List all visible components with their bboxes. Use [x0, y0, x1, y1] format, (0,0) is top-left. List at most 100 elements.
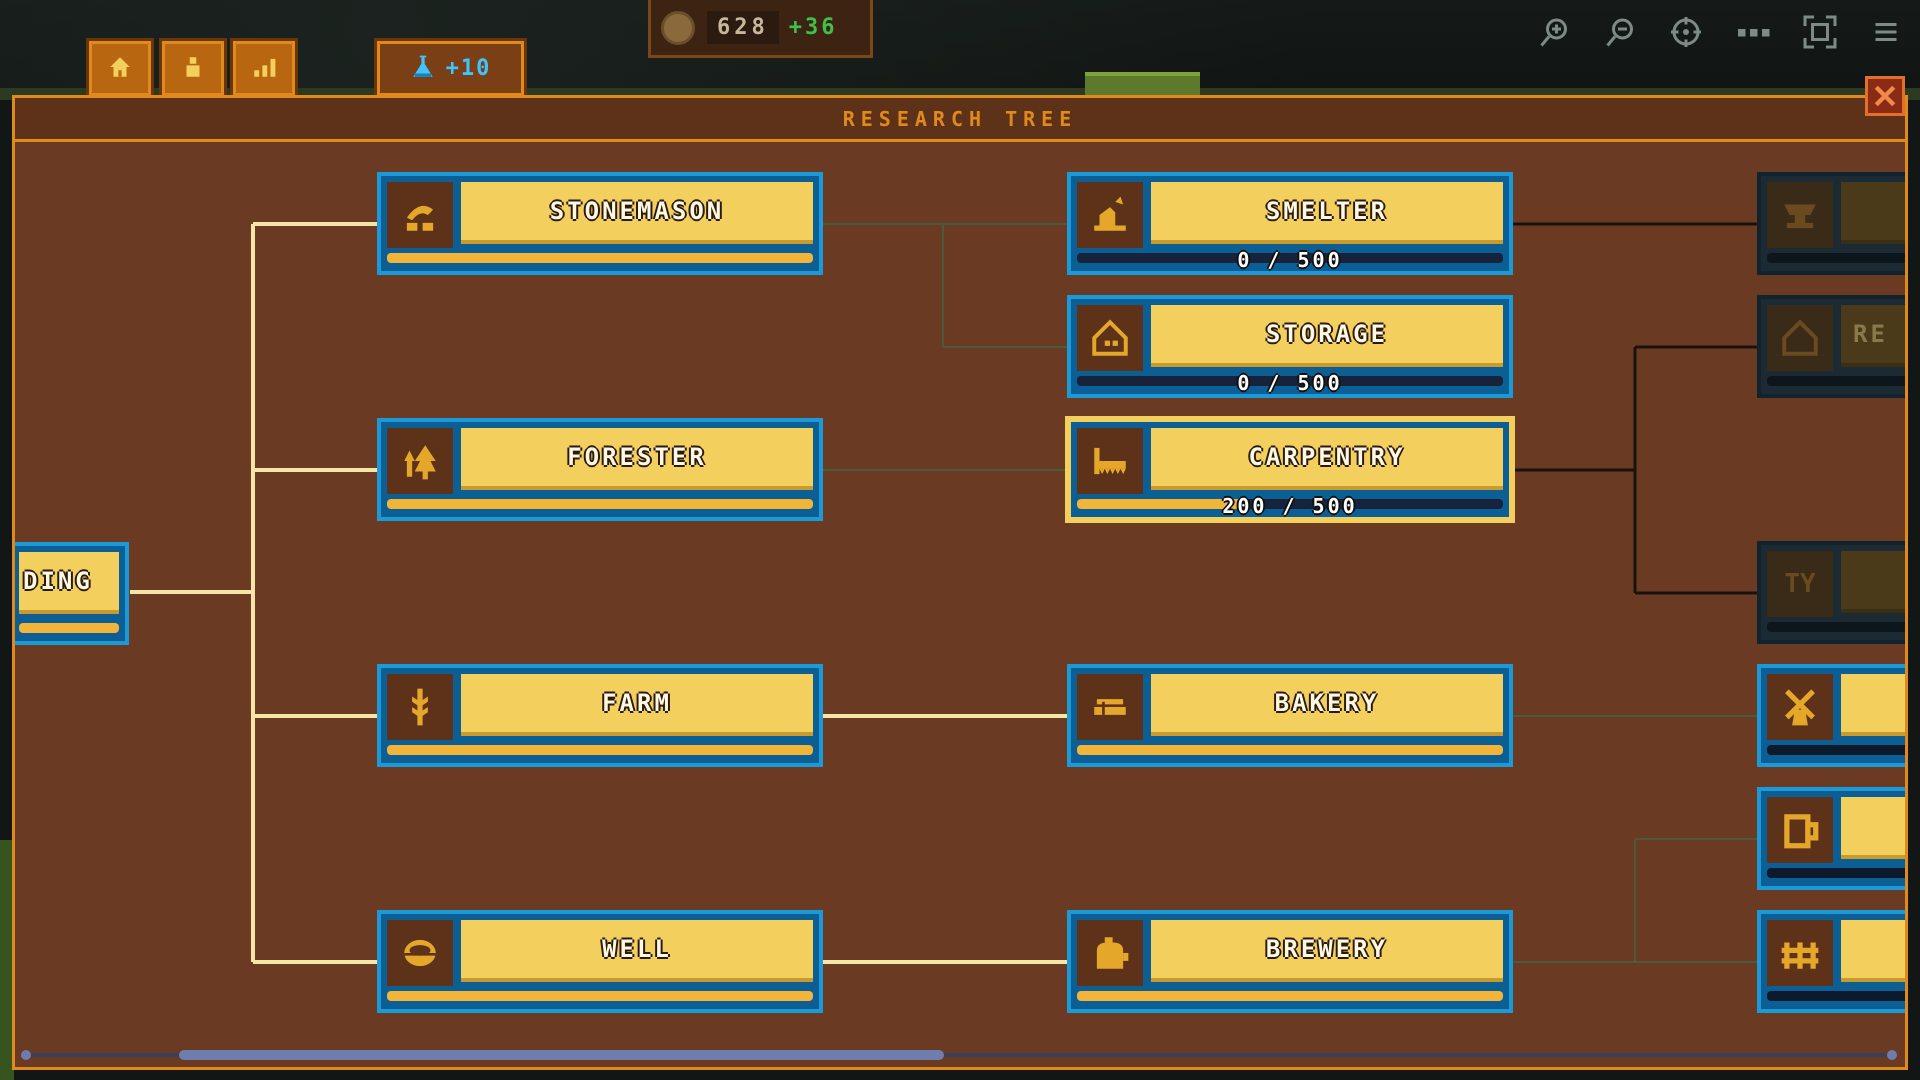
zoom-out-button[interactable] — [1603, 14, 1639, 50]
node-progress-fill — [387, 253, 813, 263]
node-progress-bar — [1767, 745, 1905, 755]
tab-stats[interactable] — [230, 38, 298, 96]
storehouse-icon — [1767, 305, 1833, 371]
node-progress-bar — [1767, 868, 1905, 878]
node-label: RE — [1841, 305, 1905, 367]
node-progress-fill — [387, 499, 813, 509]
node-progress-bar — [1767, 253, 1905, 263]
panel-title: RESEARCH TREE — [842, 106, 1078, 131]
research-node-bakery[interactable]: BAKERY — [1067, 664, 1513, 767]
close-button[interactable] — [1865, 76, 1905, 116]
more-button[interactable] — [1735, 14, 1771, 50]
node-label: CARPENTRY — [1151, 428, 1503, 490]
node-progress-bar — [19, 623, 119, 633]
research-node-forester[interactable]: FORESTER — [377, 418, 823, 521]
node-progress-fill — [1077, 991, 1503, 1001]
worker-icon — [180, 54, 206, 84]
node-label — [1841, 182, 1905, 244]
node-progress-fill — [19, 623, 119, 633]
research-tree-panel: RESEARCH TREE — [12, 95, 1908, 1070]
research-node-windmill[interactable] — [1757, 664, 1905, 767]
node-label — [1841, 797, 1905, 859]
research-node-storage[interactable]: STORAGE 0 / 500 — [1067, 295, 1513, 398]
storehouse-icon — [1077, 305, 1143, 371]
zoom-out-icon — [1606, 18, 1633, 47]
node-progress-text: 0 / 500 — [1237, 248, 1343, 272]
scroll-end-cap — [1887, 1050, 1897, 1060]
panel-header: RESEARCH TREE — [15, 98, 1905, 142]
tab-buildings[interactable] — [86, 38, 154, 96]
node-progress-text: 0 / 500 — [1237, 371, 1343, 395]
node-label: BREWERY — [1151, 920, 1503, 982]
node-icon-text: TY — [1784, 569, 1816, 599]
node-progress-bar — [1077, 253, 1503, 263]
coin-value: 628 — [707, 11, 779, 44]
research-node-fence[interactable] — [1757, 910, 1905, 1013]
scroll-start-cap — [21, 1050, 31, 1060]
research-node-locked-re[interactable]: RE — [1757, 295, 1905, 398]
research-node-brewery[interactable]: BREWERY — [1067, 910, 1513, 1013]
node-label: DING — [19, 552, 119, 614]
menu-button[interactable] — [1868, 14, 1904, 50]
scroll-track[interactable] — [31, 1053, 1887, 1057]
research-node-carpentry[interactable]: CARPENTRY 200 / 500 — [1067, 418, 1513, 521]
table-icon: TY — [1767, 551, 1833, 617]
recenter-icon — [1671, 17, 1701, 47]
stonemason-icon — [387, 182, 453, 248]
node-label: FARM — [461, 674, 813, 736]
node-progress-bar — [387, 745, 813, 755]
node-progress-bar — [387, 499, 813, 509]
close-icon — [1874, 85, 1896, 107]
node-progress-fill — [1077, 745, 1503, 755]
node-progress-fill — [1077, 499, 1248, 509]
node-progress-bar — [1767, 376, 1905, 386]
zoom-in-icon — [1540, 18, 1567, 47]
node-label — [1841, 551, 1905, 613]
node-label: STORAGE — [1151, 305, 1503, 367]
node-progress-text: 200 / 500 — [1222, 494, 1358, 518]
wheat-icon — [387, 674, 453, 740]
anvil-icon — [1767, 182, 1833, 248]
research-node-farm[interactable]: FARM — [377, 664, 823, 767]
zoom-in-button[interactable] — [1537, 14, 1573, 50]
node-progress-bar — [1767, 622, 1905, 632]
coin-income: +36 — [788, 15, 838, 40]
mug-icon — [1767, 797, 1833, 863]
coin-counter: 628 +36 — [648, 0, 873, 58]
tree-viewport[interactable]: DING STONEMASON FORESTER FARM — [15, 142, 1905, 1042]
node-label: FORESTER — [461, 428, 813, 490]
more-icon — [1738, 29, 1770, 37]
research-node-well[interactable]: WELL — [377, 910, 823, 1013]
saw-icon — [1077, 428, 1143, 494]
tree-links — [130, 222, 1757, 964]
node-label: SMELTER — [1151, 182, 1503, 244]
coin-icon — [661, 10, 695, 45]
node-progress-bar — [1077, 376, 1503, 386]
node-label: WELL — [461, 920, 813, 982]
menu-icon — [1875, 23, 1897, 41]
tab-workers[interactable] — [159, 38, 227, 96]
horizontal-scrollbar[interactable] — [19, 1048, 1899, 1062]
flask-icon — [410, 54, 436, 84]
tab-research[interactable]: +10 — [374, 38, 527, 96]
node-progress-bar — [387, 253, 813, 263]
fullscreen-button[interactable] — [1802, 14, 1838, 50]
research-node-stonemason[interactable]: STONEMASON — [377, 172, 823, 275]
recenter-button[interactable] — [1668, 14, 1704, 50]
smelter-icon — [1077, 182, 1143, 248]
fullscreen-icon — [1803, 15, 1837, 49]
fence-icon — [1767, 920, 1833, 986]
house-icon — [107, 54, 133, 84]
windmill-icon — [1767, 674, 1833, 740]
well-icon — [387, 920, 453, 986]
scroll-thumb[interactable] — [179, 1050, 944, 1060]
kettle-icon — [1077, 920, 1143, 986]
research-node-smelter[interactable]: SMELTER 0 / 500 — [1067, 172, 1513, 275]
research-node-tavern[interactable] — [1757, 787, 1905, 890]
tree-icon — [387, 428, 453, 494]
research-node-locked-ty[interactable]: TY — [1757, 541, 1905, 644]
research-node-locked-anvil[interactable] — [1757, 172, 1905, 275]
research-node-building[interactable]: DING — [15, 542, 129, 645]
node-progress-bar — [1077, 499, 1503, 509]
node-label — [1841, 674, 1905, 736]
